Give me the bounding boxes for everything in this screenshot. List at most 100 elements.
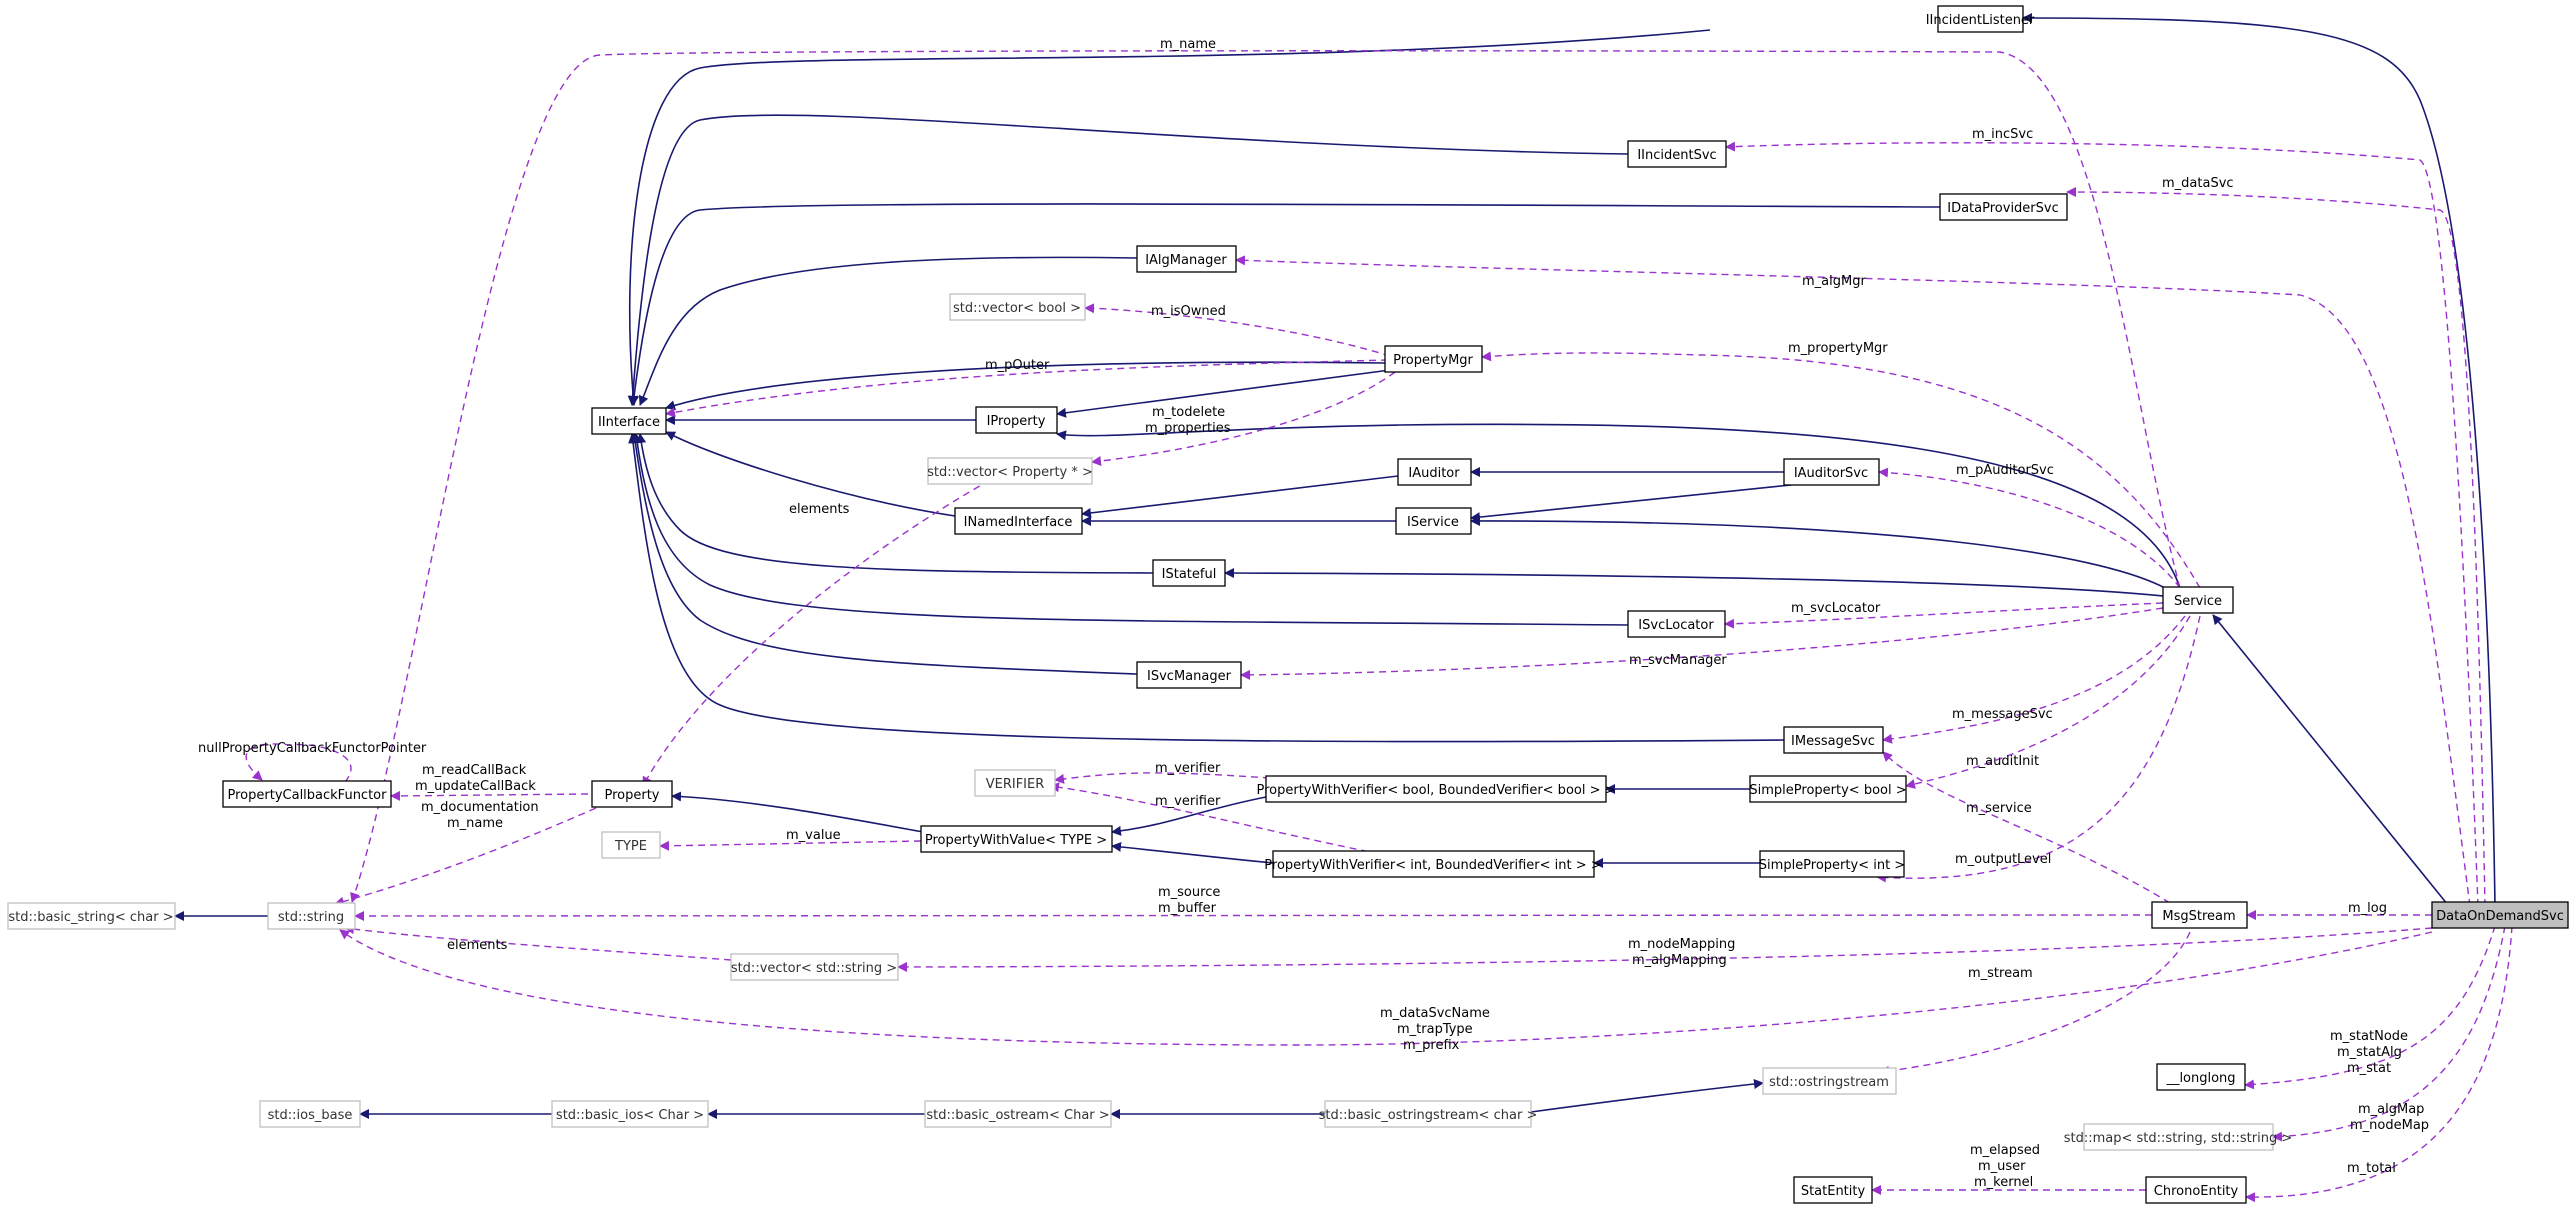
class-node-ialgmanager[interactable]: IAlgManager [1136, 245, 1237, 273]
class-node-label: IAuditor [1408, 466, 1460, 481]
class-node-propertywithvalue[interactable]: PropertyWithValue< TYPE > [920, 825, 1113, 853]
label-m-pauditorsvc: m_pAuditorSvc [1956, 463, 2054, 478]
class-node-vector-bool[interactable]: std::vector< bool > [949, 293, 1086, 321]
edge-isvclocator-iinterface [632, 433, 1629, 626]
edge-service-istateful [1224, 568, 2164, 597]
class-node-basic-ios[interactable]: std::basic_ios< Char > [551, 1100, 709, 1128]
class-node-isvcmanager[interactable]: ISvcManager [1136, 661, 1242, 689]
class-node-propertymgr[interactable]: PropertyMgr [1384, 345, 1483, 373]
edge-ialgmanager-iinterface [638, 256, 1138, 406]
class-node-map-string[interactable]: std::map< std::string, std::string > [2064, 1123, 2292, 1151]
class-node-longlong[interactable]: __longlong [2156, 1063, 2246, 1091]
class-node-idataprovidersvc[interactable]: IDataProviderSvc [1939, 193, 2068, 221]
label-m-verifier-2: m_verifier [1155, 794, 1221, 809]
class-node-iservice[interactable]: IService [1395, 507, 1472, 535]
label-m-isowned: m_isOwned [1151, 304, 1226, 319]
edge-propertywithvalue-property [671, 791, 924, 833]
label-m-datasvcname: m_dataSvcName [1380, 1006, 1490, 1021]
usage-edges [245, 50, 2513, 1203]
class-node-istateful[interactable]: IStateful [1152, 559, 1226, 587]
edge-use-m-stat [2244, 925, 2496, 1090]
class-node-label: ISvcManager [1147, 669, 1232, 684]
class-node-iauditor[interactable]: IAuditor [1397, 458, 1472, 486]
class-node-inamedinterface[interactable]: INamedInterface [954, 507, 1083, 535]
label-m-algmapping: m_algMapping [1632, 953, 1727, 968]
class-node-iproperty[interactable]: IProperty [975, 406, 1058, 434]
class-node-vector-string[interactable]: std::vector< std::string > [730, 953, 899, 981]
label-m-total: m_total [2347, 1161, 2396, 1176]
class-node-basic-ostringstream[interactable]: std::basic_ostringstream< char > [1319, 1100, 1538, 1128]
class-node-chronoentity[interactable]: ChronoEntity [2145, 1176, 2247, 1204]
edge-idataprovidersvc-iinterface [629, 203, 1941, 406]
edge-use-m-service [1882, 751, 2171, 904]
class-node-label: std::ostringstream [1769, 1075, 1889, 1090]
class-node-label: IAuditorSvc [1794, 466, 1868, 481]
class-node-property[interactable]: Property [591, 780, 673, 808]
label-m-todelete: m_todelete [1152, 405, 1225, 420]
class-node-dataondemandsvc[interactable]: DataOnDemandSvc [2431, 901, 2569, 929]
label-m-nodemap: m_nodeMap [2350, 1118, 2429, 1133]
edge-iauditor-inamedinterface [1081, 475, 1399, 518]
label-m-nodemapping: m_nodeMapping [1628, 937, 1735, 952]
class-node-pwv-bool[interactable]: PropertyWithVerifier< bool, BoundedVerif… [1256, 775, 1616, 803]
class-node-label: ChronoEntity [2154, 1184, 2239, 1199]
edge-use-m-auditinit [1905, 615, 2191, 789]
edge-use-m-verifier-1 [1054, 772, 1271, 784]
label-nullpropertycallbackfunctorpointer: nullPropertyCallbackFunctorPointer [198, 741, 427, 756]
class-node-statentity[interactable]: StatEntity [1793, 1176, 1873, 1204]
label-m-traptype: m_trapType [1397, 1022, 1473, 1037]
edge-use-m-value [659, 840, 922, 851]
label-m-datasvc: m_dataSvc [2162, 176, 2234, 191]
edge-use-nullpropertycallbackfunctorpointer [245, 743, 352, 783]
class-node-ostringstream[interactable]: std::ostringstream [1762, 1067, 1897, 1095]
label-m-buffer: m_buffer [1158, 901, 1217, 916]
class-node-iincidentsvc[interactable]: IIncidentSvc [1627, 140, 1727, 168]
class-node-simpleproperty-bool[interactable]: SimpleProperty< bool > [1749, 775, 1907, 803]
class-node-label: IProperty [987, 414, 1046, 429]
class-node-type[interactable]: TYPE [601, 831, 661, 859]
edge-basic-ostringstream-ostringstream [1530, 1079, 1764, 1113]
class-node-label: PropertyCallbackFunctor [228, 788, 388, 803]
class-node-iincidentlistener[interactable]: IIncidentListener [1926, 5, 2035, 33]
class-node-iinterface[interactable]: IInterface [591, 407, 667, 435]
class-node-ios-base[interactable]: std::ios_base [259, 1100, 361, 1128]
class-node-propertycallbackfunctor[interactable]: PropertyCallbackFunctor [222, 780, 392, 808]
class-node-label: IMessageSvc [1791, 734, 1875, 749]
class-node-basic-ostream[interactable]: std::basic_ostream< Char > [924, 1100, 1112, 1128]
class-node-service[interactable]: Service [2162, 586, 2234, 614]
edge-use-m-messagesvc [1882, 615, 2186, 744]
edge-inamedinterface-iinterface [665, 431, 956, 517]
class-node-label: IIncidentListener [1926, 13, 2035, 28]
label-m-verifier-1: m_verifier [1155, 761, 1221, 776]
label-m-updatecallback: m_updateCallBack [415, 779, 536, 794]
edge-use-m-pauditorsvc [1878, 467, 2181, 589]
edge-iincidentlistener-iinterface [628, 29, 1711, 406]
class-node-msgstream[interactable]: MsgStream [2151, 901, 2248, 929]
edge-use-m-documentation [334, 807, 597, 907]
label-m-svclocator: m_svcLocator [1791, 601, 1881, 616]
class-node-vector-property[interactable]: std::vector< Property * > [927, 457, 1093, 485]
class-node-imessagesvc[interactable]: IMessageSvc [1783, 726, 1884, 754]
class-node-basic-string[interactable]: std::basic_string< char > [7, 902, 176, 930]
class-node-label: std::ios_base [268, 1108, 353, 1123]
class-node-label: IDataProviderSvc [1947, 201, 2059, 216]
class-node-label: IStateful [1162, 567, 1217, 582]
class-node-std-string[interactable]: std::string [267, 902, 356, 930]
class-node-label: INamedInterface [964, 515, 1073, 530]
class-node-label: DataOnDemandSvc [2436, 909, 2564, 924]
label-m-incsvc: m_incSvc [1972, 127, 2033, 142]
label-m-outputlevel: m_outputLevel [1955, 852, 2051, 867]
label-m-statalg: m_statAlg [2337, 1045, 2402, 1060]
edge-use-m-propertymgr [1481, 351, 2201, 589]
class-node-verifier[interactable]: VERIFIER [974, 769, 1056, 797]
class-node-pwv-int[interactable]: PropertyWithVerifier< int, BoundedVerifi… [1264, 850, 1602, 878]
class-node-label: std::vector< Property * > [927, 465, 1093, 480]
edge-pwv-bool-propertywithvalue [1111, 796, 1267, 836]
class-node-isvclocator[interactable]: ISvcLocator [1627, 610, 1726, 638]
edge-iauditorsvc-iservice [1470, 483, 1801, 523]
edge-use-m-svclocator [1724, 602, 2164, 629]
label-m-messagesvc: m_messageSvc [1952, 707, 2053, 722]
class-node-simpleproperty-int[interactable]: SimpleProperty< int > [1759, 850, 1905, 878]
class-node-iauditorsvc[interactable]: IAuditorSvc [1783, 458, 1880, 486]
